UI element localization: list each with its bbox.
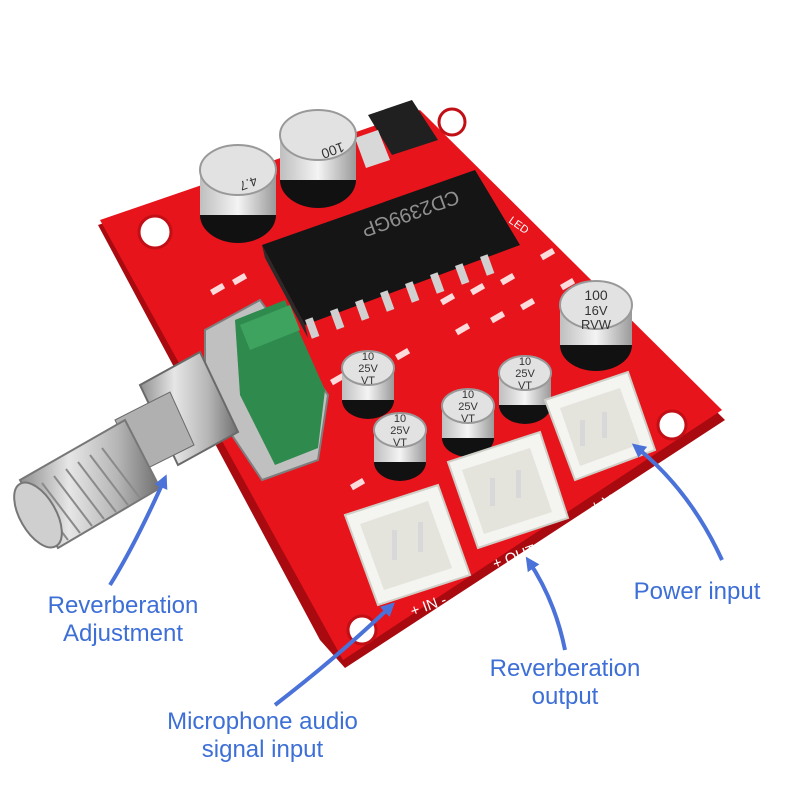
arrow-mic-input (273, 602, 395, 707)
capacitor-label: 10 (462, 389, 474, 401)
label-reverb-output-line2: output (531, 683, 599, 710)
label-power-input-text: Power input (633, 578, 761, 605)
label-reverb-output-line1: Reverberation (489, 655, 641, 682)
chip-body (262, 170, 520, 325)
label-mic-input: Microphone audio signal input (140, 708, 385, 764)
capacitor-label: 16V (584, 303, 607, 318)
capacitor-label: VT (461, 413, 475, 425)
capacitor-label: VT (518, 380, 532, 392)
annotation-arrows (108, 443, 724, 707)
label-reverb-adjustment-line2: Adjustment (62, 620, 184, 647)
potentiometer (13, 298, 330, 550)
ic-chip: CD2399GP (262, 170, 520, 339)
connector-in: + IN - (343, 483, 472, 620)
capacitor-label: 25V (390, 425, 410, 437)
capacitor-label: 25V (458, 401, 478, 413)
capacitor-label: 10 (362, 351, 374, 363)
capacitor-label: 25V (515, 368, 535, 380)
capacitor-label: 10 (394, 413, 406, 425)
arrow-reverb-output (525, 556, 567, 651)
mounting-hole (137, 214, 173, 250)
pcb-board: LED (98, 107, 725, 668)
capacitor: 100 (279, 109, 357, 208)
capacitor-group: 4.7 100 100 16V RVW 10 25V VT (199, 109, 633, 481)
capacitor-label: 10 (519, 356, 531, 368)
capacitor: 100 16V RVW (559, 280, 633, 371)
label-power-input: Power input (612, 578, 782, 606)
mounting-hole (656, 409, 688, 441)
label-reverb-adjustment: Reverberation Adjustment (28, 592, 218, 648)
capacitor-label: VT (361, 375, 375, 387)
arrow-power-input (631, 443, 724, 561)
capacitor-label: VT (393, 437, 407, 449)
capacitor: 10 25V VT (498, 355, 552, 424)
board-surface (100, 110, 722, 660)
capacitor: 10 25V VT (441, 388, 495, 457)
label-mic-input-line2: signal input (201, 736, 324, 763)
capacitor-label: 4.7 (237, 173, 259, 193)
capacitor: 10 25V VT (373, 412, 427, 481)
silkscreen-marks (209, 248, 576, 491)
label-reverb-adjustment-line1: Reverberation (47, 592, 199, 619)
capacitor-label: 25V (358, 363, 378, 375)
arrow-reverb-adjust (108, 474, 168, 587)
capacitor-label: 100 (584, 287, 608, 303)
label-reverb-output: Reverberation output (470, 655, 660, 711)
capacitor-label: 100 (319, 139, 347, 162)
capacitor: 10 25V VT (341, 350, 395, 419)
capacitor-label: RVW (581, 317, 612, 332)
mounting-hole (437, 107, 467, 137)
chip-pins (305, 254, 495, 339)
label-mic-input-line1: Microphone audio (167, 708, 358, 735)
voltage-regulator (355, 100, 438, 168)
capacitor: 4.7 (199, 144, 277, 243)
